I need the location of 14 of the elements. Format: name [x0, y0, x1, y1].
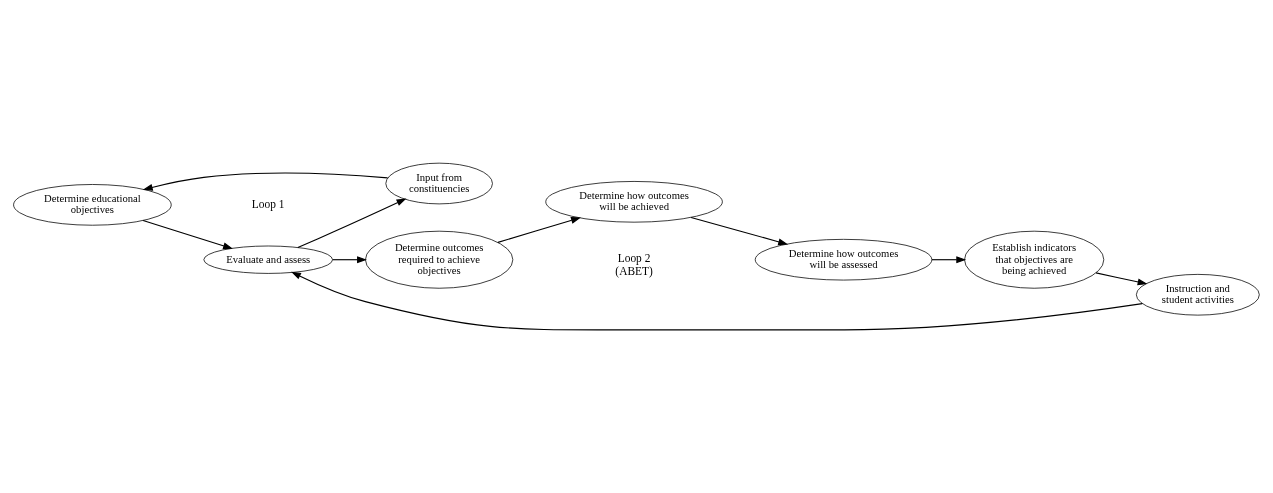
arrow — [142, 172, 389, 191]
arrow — [142, 220, 233, 250]
arrow — [332, 256, 367, 264]
label: Loop 2 (ABET) — [615, 252, 653, 277]
node-ellipse: Evaluate and assess — [203, 245, 333, 274]
arrow — [690, 216, 789, 246]
arrow — [291, 271, 1143, 331]
arrow — [497, 217, 581, 243]
arrow — [1095, 272, 1148, 286]
node-ellipse: Determine outcomes required to achieve objectives — [365, 230, 514, 289]
arrow — [931, 256, 967, 264]
label: Loop 1 — [251, 197, 285, 210]
arrow — [297, 198, 407, 248]
node-ellipse: Establish indicators that objectives are being achieved — [964, 230, 1105, 289]
